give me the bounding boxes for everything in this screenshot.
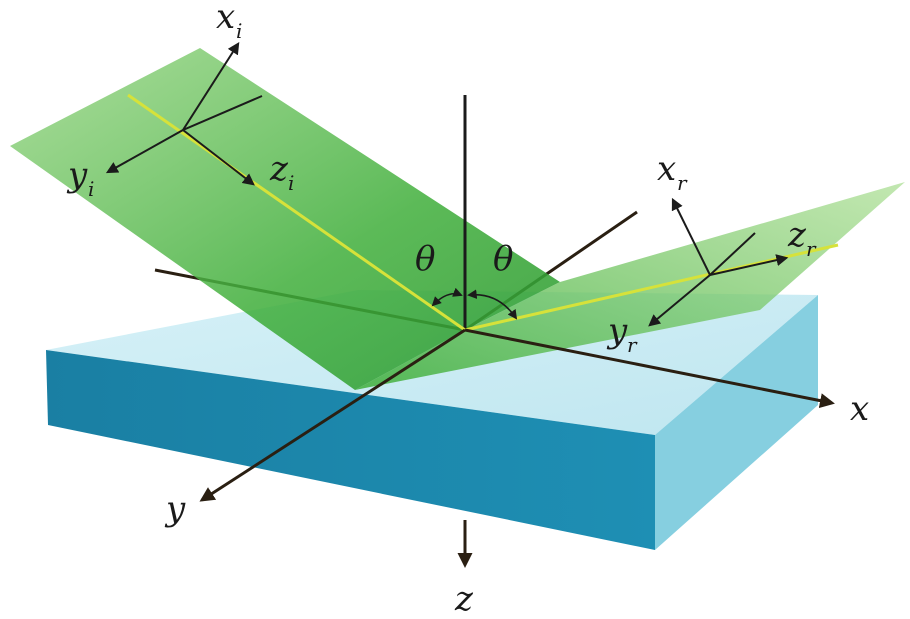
label-theta-incident: θ: [415, 239, 435, 279]
label-x-axis: x: [850, 389, 869, 429]
label-yr: y: [606, 311, 628, 351]
reflected-zr-arrow: [709, 254, 789, 276]
reflected-frame: [648, 197, 789, 327]
incident-angle-arc: [431, 287, 463, 307]
incident-xi-arrow: [182, 41, 240, 131]
label-y-axis: y: [164, 489, 186, 529]
reflected-angle-arc: [467, 289, 518, 320]
label-zr-sub: r: [806, 237, 817, 261]
x-axis: [464, 328, 835, 409]
reflected-yr-arrow: [648, 274, 711, 327]
label-xi: x: [216, 0, 235, 37]
label-theta-reflected: θ: [493, 239, 513, 279]
label-z-axis: z: [454, 579, 474, 619]
label-zi: z: [269, 149, 289, 189]
label-zr: z: [787, 215, 807, 255]
label-yi: y: [66, 155, 88, 195]
label-xi-sub: i: [236, 19, 242, 43]
incident-beam: [127, 93, 466, 332]
reflected-xr-arrow: [671, 197, 711, 276]
incident-frame-tick: [182, 95, 263, 131]
incident-yi-arrow: [105, 129, 184, 174]
y-axis: [199, 328, 466, 502]
incident-zi-arrow: [182, 129, 255, 186]
label-yr-sub: r: [627, 333, 638, 357]
reflected-frame-tick: [709, 232, 756, 276]
label-yi-sub: i: [88, 177, 94, 201]
label-xr: x: [657, 149, 676, 189]
slab-side-face: [655, 295, 818, 550]
incident-frame: [105, 41, 263, 186]
label-zi-sub: i: [288, 171, 294, 195]
label-xr-sub: r: [677, 171, 688, 195]
reflected-plane: [355, 182, 905, 390]
incident-plane: [10, 48, 560, 390]
slab-front-face: [46, 350, 655, 550]
